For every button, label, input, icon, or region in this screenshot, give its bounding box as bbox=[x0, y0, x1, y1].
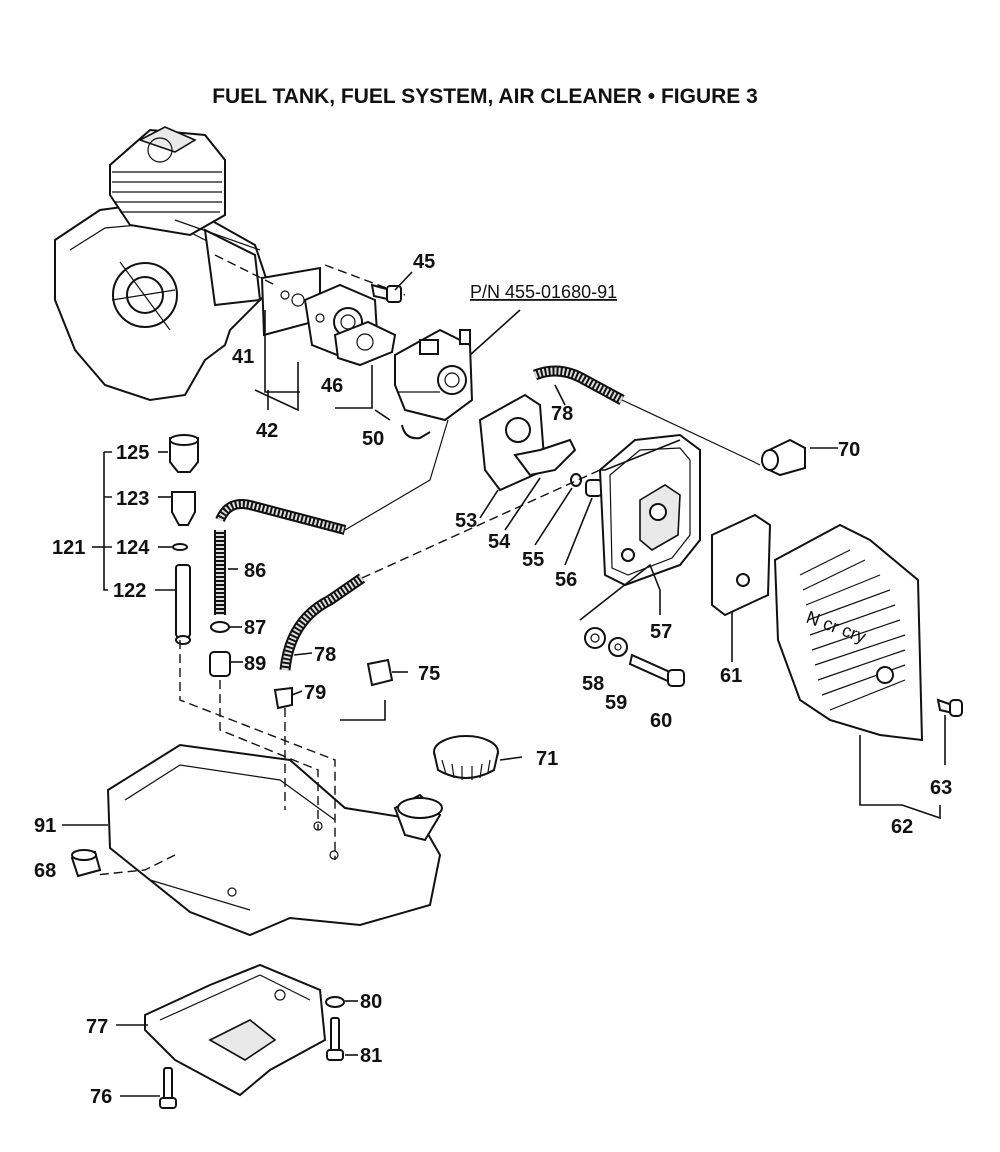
callout-78-lower: 78 bbox=[314, 644, 336, 666]
callout-77: 77 bbox=[86, 1016, 108, 1038]
callout-55: 55 bbox=[522, 549, 544, 571]
plug-79 bbox=[273, 686, 293, 710]
callout-70: 70 bbox=[838, 439, 860, 461]
callout-124: 124 bbox=[116, 537, 150, 559]
callout-54: 54 bbox=[488, 531, 511, 553]
callout-56: 56 bbox=[555, 569, 577, 591]
callout-60: 60 bbox=[650, 710, 672, 732]
air-cleaner-base-57 bbox=[598, 433, 701, 587]
diagram-title: FUEL TANK, FUEL SYSTEM, AIR CLEANER • FI… bbox=[212, 85, 758, 108]
callout-labels: 45 41 42 46 50 78 70 53 54 55 56 57 58 5… bbox=[34, 251, 952, 1108]
callout-87: 87 bbox=[244, 617, 266, 639]
o-ring-55 bbox=[570, 473, 582, 487]
leader-lines bbox=[62, 271, 946, 1097]
callout-122: 122 bbox=[113, 580, 146, 602]
screw-76 bbox=[159, 1067, 177, 1109]
engine-crankcase-drawing bbox=[54, 126, 272, 402]
callout-63: 63 bbox=[930, 777, 952, 799]
choke-lever-54 bbox=[513, 438, 577, 477]
fuel-tank-91 bbox=[94, 640, 443, 937]
air-cleaner-plate-53 bbox=[478, 393, 547, 492]
bolt-60 bbox=[628, 653, 685, 687]
callout-50: 50 bbox=[362, 428, 384, 450]
screw-81 bbox=[326, 1017, 344, 1061]
washer-59 bbox=[608, 637, 628, 657]
callout-78-upper: 78 bbox=[551, 403, 573, 425]
air-filter-61 bbox=[711, 513, 772, 617]
callout-58: 58 bbox=[582, 673, 604, 695]
callout-76: 76 bbox=[90, 1086, 112, 1108]
callout-41: 41 bbox=[232, 346, 254, 368]
screw-45 bbox=[370, 283, 402, 303]
callout-62: 62 bbox=[891, 816, 913, 838]
tank-vent-75 bbox=[366, 658, 394, 687]
fuel-filter-parts-121 bbox=[169, 434, 199, 645]
washer-58 bbox=[584, 627, 606, 649]
callout-75: 75 bbox=[418, 663, 440, 685]
washer-80 bbox=[325, 996, 345, 1008]
callout-42: 42 bbox=[256, 420, 278, 442]
callout-68: 68 bbox=[34, 860, 56, 882]
callout-71: 71 bbox=[536, 748, 558, 770]
carburetor-50 bbox=[394, 328, 474, 440]
callout-53: 53 bbox=[455, 510, 477, 532]
callout-46: 46 bbox=[321, 375, 343, 397]
callout-91: 91 bbox=[34, 815, 56, 837]
screw-63 bbox=[936, 698, 963, 717]
callout-80: 80 bbox=[360, 991, 382, 1013]
carburetor-part-number: P/N 455-01680-91 bbox=[470, 282, 617, 302]
grommet-89 bbox=[209, 651, 231, 677]
callout-57: 57 bbox=[650, 621, 672, 643]
fuel-line-78-upper bbox=[532, 365, 761, 466]
callout-81: 81 bbox=[360, 1045, 382, 1067]
callout-86: 86 bbox=[244, 560, 266, 582]
primer-bulb-70 bbox=[761, 438, 806, 477]
callout-61: 61 bbox=[720, 665, 742, 687]
clamp-87 bbox=[210, 621, 230, 633]
fuel-cap-71 bbox=[433, 735, 499, 780]
air-cleaner-cover-62: N cr cry bbox=[773, 523, 924, 742]
fuel-line-78-lower bbox=[279, 469, 601, 671]
callout-79: 79 bbox=[304, 682, 326, 704]
callout-125: 125 bbox=[116, 442, 149, 464]
callout-59: 59 bbox=[605, 692, 627, 714]
callout-45: 45 bbox=[413, 251, 435, 273]
carburetor-gasket-46 bbox=[333, 320, 397, 367]
damper-68 bbox=[70, 849, 102, 878]
callout-89: 89 bbox=[244, 653, 266, 675]
callout-121: 121 bbox=[52, 537, 85, 559]
tank-bracket-77 bbox=[144, 963, 327, 1097]
fuel-hose-86 bbox=[214, 419, 449, 615]
callout-123: 123 bbox=[116, 488, 149, 510]
